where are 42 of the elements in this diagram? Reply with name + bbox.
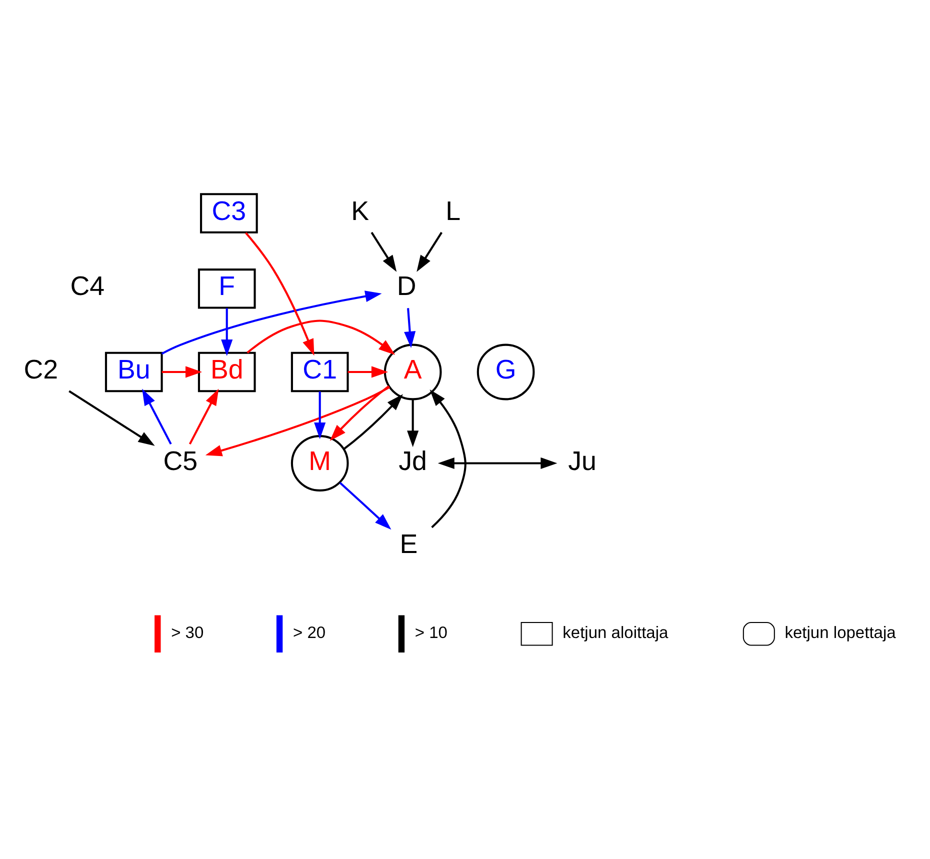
arrow [205, 386, 390, 456]
arrow [430, 390, 466, 528]
legend-label: ketjun lopettaja [784, 622, 896, 642]
arrow [246, 320, 396, 355]
node-circle: A [384, 344, 442, 400]
arrow [339, 482, 392, 530]
node-text: L [446, 196, 461, 226]
arrow [416, 232, 442, 272]
arrow [68, 390, 155, 446]
node-box: Bu [104, 352, 163, 392]
node-text: Ju [568, 446, 596, 476]
arrow [142, 388, 172, 445]
arrow [161, 290, 382, 355]
node-box: F [198, 268, 256, 309]
node-text: K [351, 196, 370, 226]
arrow [162, 366, 202, 378]
arrow [221, 308, 233, 356]
node-text: Jd [398, 446, 428, 476]
node-box: Bd [198, 352, 256, 392]
node-circle: M [290, 435, 349, 492]
node-text: E [400, 529, 418, 560]
legend-label: > 30 [171, 622, 204, 642]
arrow [348, 366, 388, 378]
legend-label: > 20 [292, 622, 326, 642]
node-box: C1 [290, 352, 349, 392]
arrow [245, 232, 314, 356]
node-text: C4 [70, 271, 105, 302]
arrow [314, 392, 326, 440]
legend-label: ketjun aloittaja [562, 622, 668, 642]
arrow [188, 388, 219, 445]
arrow [370, 232, 397, 272]
arrow [404, 308, 416, 348]
arrow [330, 385, 390, 441]
node-text: C2 [24, 354, 58, 384]
node-text: C5 [163, 446, 198, 476]
arrow [407, 399, 419, 448]
arrow [343, 394, 403, 450]
legend-label: > 10 [414, 622, 448, 642]
node-circle: G [476, 344, 535, 400]
node-box: C3 [200, 193, 258, 234]
arrow [438, 457, 558, 470]
node-text: D [396, 271, 416, 302]
